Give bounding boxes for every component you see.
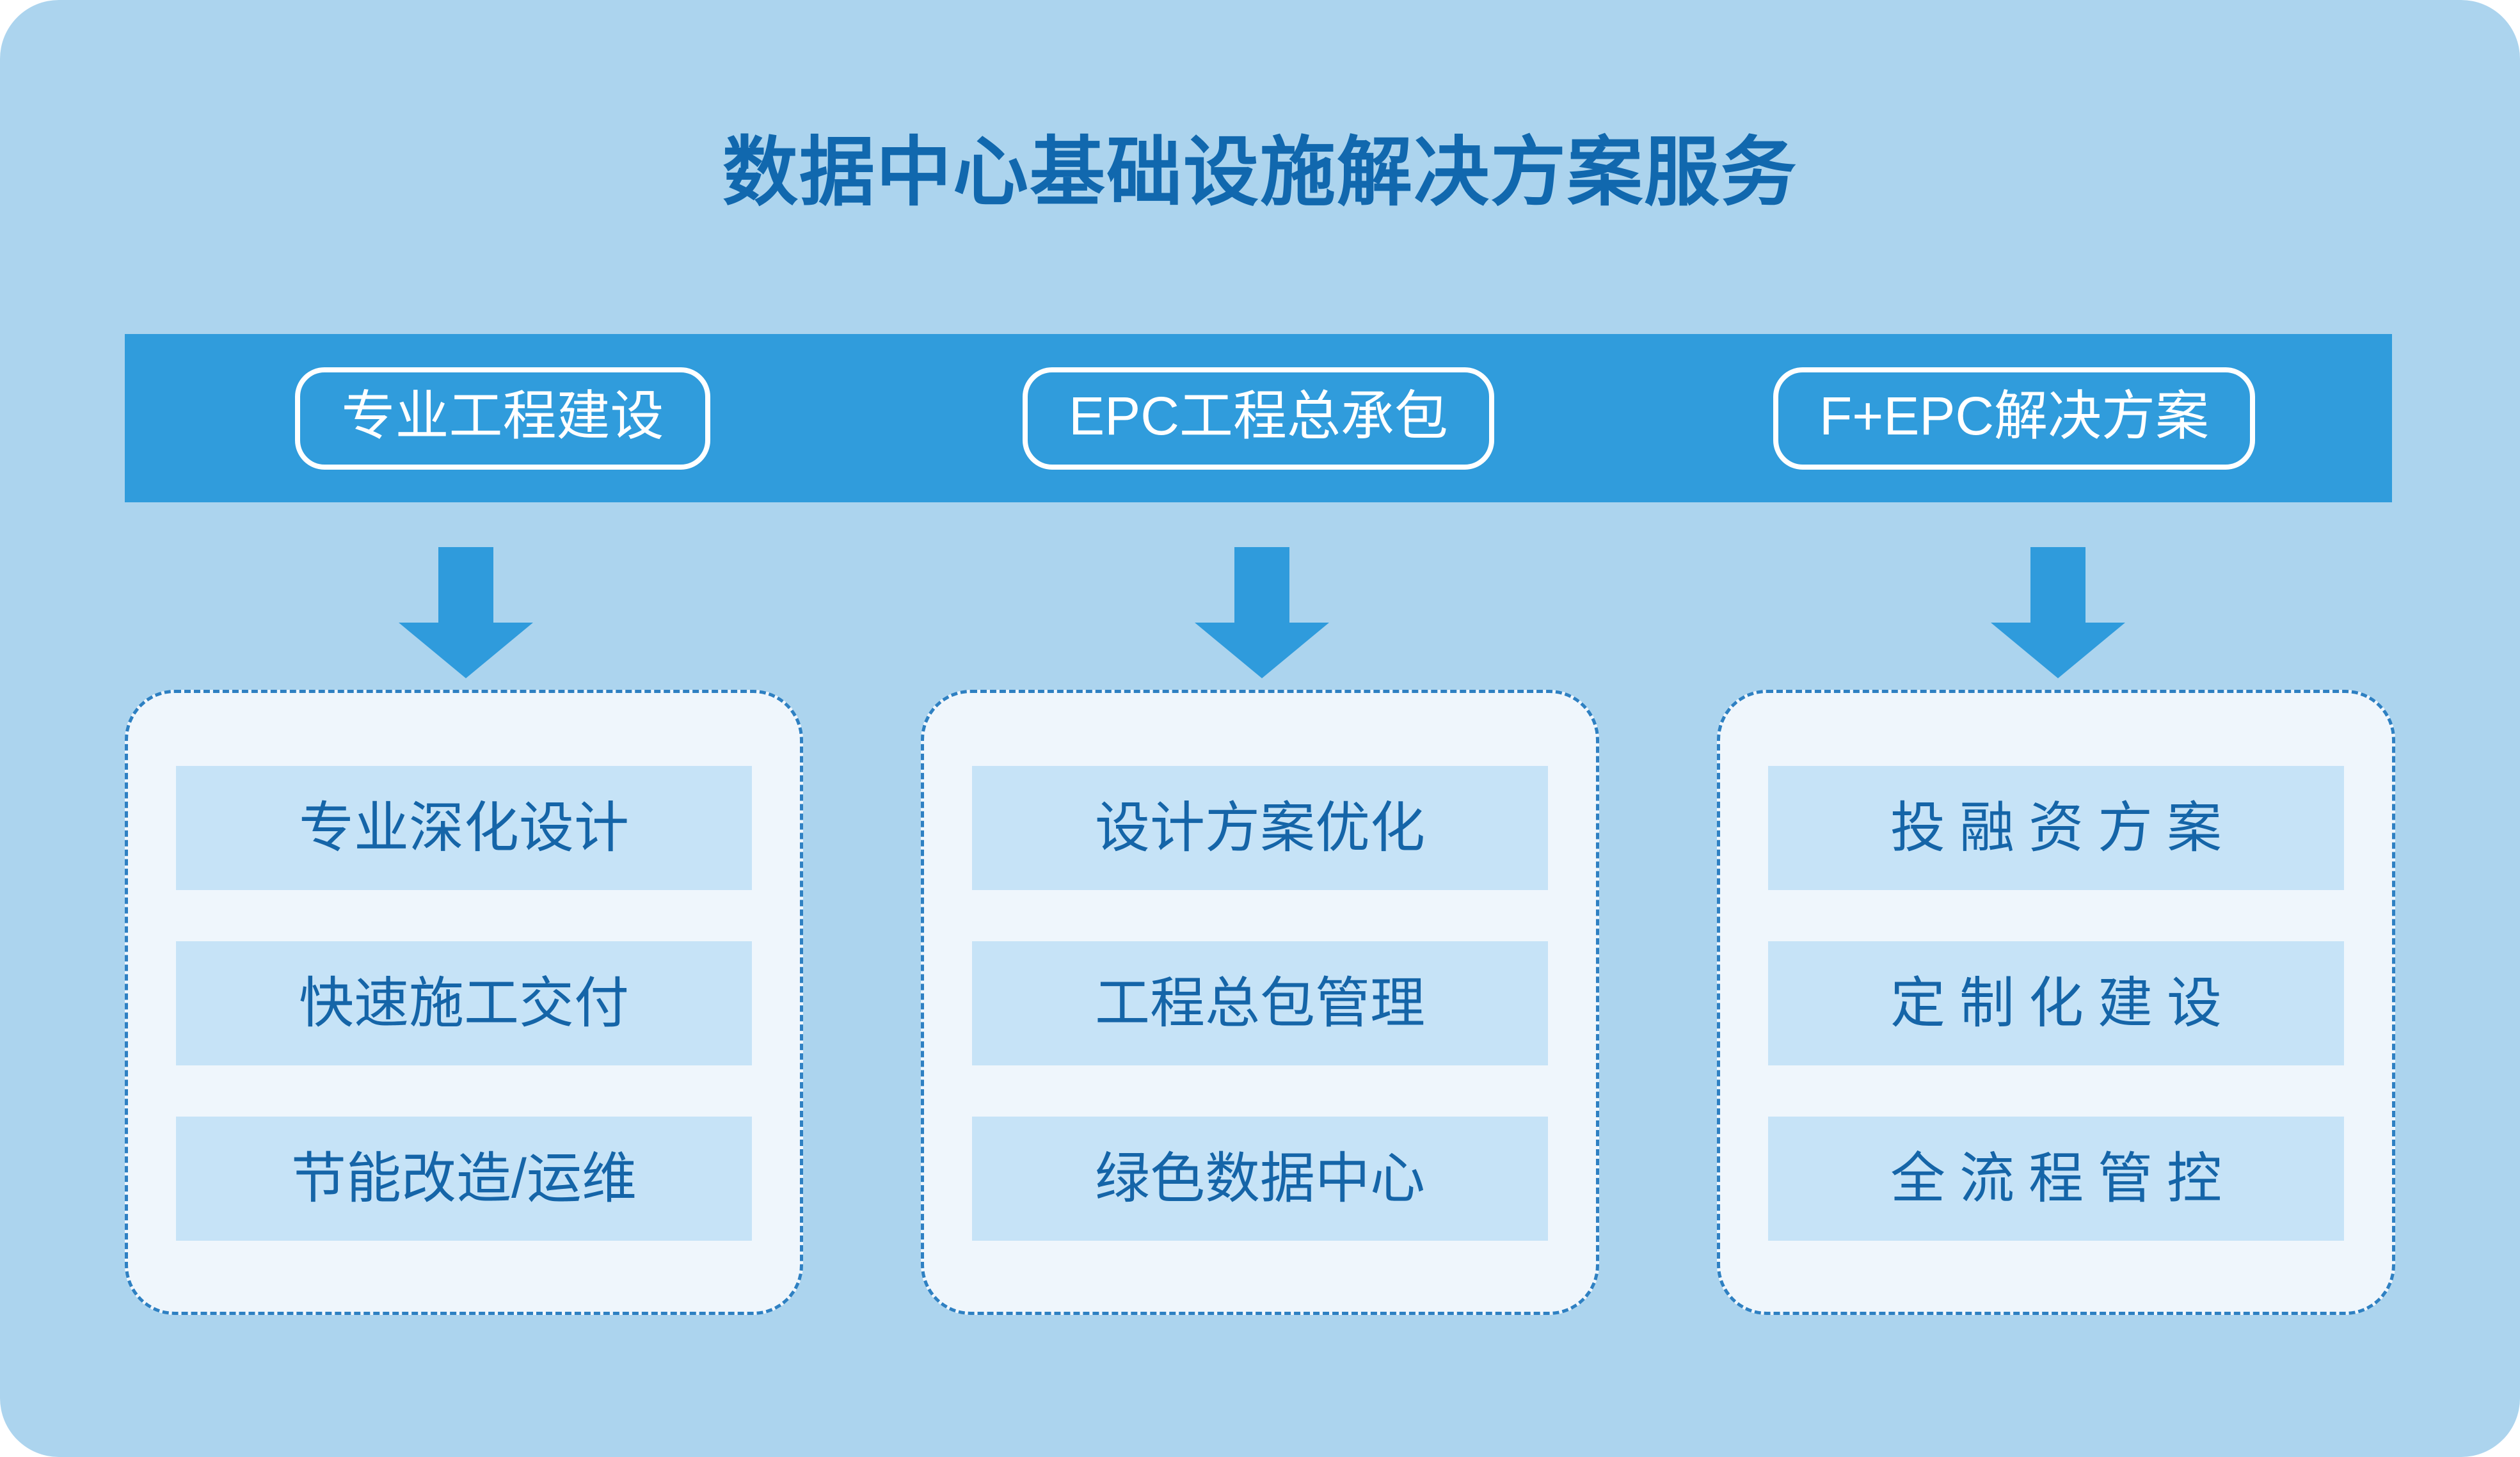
category-pill-cell-3: F+EPC解决方案 [1636,367,2392,470]
arrow-stem [2030,547,2085,624]
category-bar: 专业工程建设 EPC工程总承包 F+EPC解决方案 [125,334,2392,502]
page-title: 数据中心基础设施解决方案服务 [722,131,1798,215]
down-arrow-icon-1 [399,547,533,678]
service-item[interactable]: 工程总包管理 [972,941,1548,1065]
down-arrow-icon-3 [1991,547,2125,678]
down-arrow-icon-2 [1195,547,1329,678]
category-pill-professional-engineering[interactable]: 专业工程建设 [295,367,710,470]
category-pill-row: 专业工程建设 EPC工程总承包 F+EPC解决方案 [125,334,2392,502]
category-pill-epc-general-contracting[interactable]: EPC工程总承包 [1023,367,1494,470]
service-item[interactable]: 投融资方案 [1768,766,2344,890]
arrow-head [1991,623,2125,678]
service-item[interactable]: 设计方案优化 [972,766,1548,890]
category-pill-cell-2: EPC工程总承包 [881,367,1636,470]
service-item[interactable]: 节能改造/运维 [176,1117,752,1241]
arrow-head [399,623,533,678]
arrow-stem [438,547,493,624]
service-item[interactable]: 全流程管控 [1768,1117,2344,1241]
service-card-epc-general-contracting: 设计方案优化 工程总包管理 绿色数据中心 [921,690,1599,1315]
category-pill-f-plus-epc-solution[interactable]: F+EPC解决方案 [1773,367,2256,470]
category-pill-cell-1: 专业工程建设 [125,367,881,470]
service-item[interactable]: 专业深化设计 [176,766,752,890]
service-item[interactable]: 定制化建设 [1768,941,2344,1065]
service-item[interactable]: 快速施工交付 [176,941,752,1065]
service-card-professional-engineering: 专业深化设计 快速施工交付 节能改造/运维 [125,690,803,1315]
arrow-stem [1234,547,1289,624]
service-card-f-plus-epc-solution: 投融资方案 定制化建设 全流程管控 [1717,690,2395,1315]
service-item[interactable]: 绿色数据中心 [972,1117,1548,1241]
arrow-head [1195,623,1329,678]
